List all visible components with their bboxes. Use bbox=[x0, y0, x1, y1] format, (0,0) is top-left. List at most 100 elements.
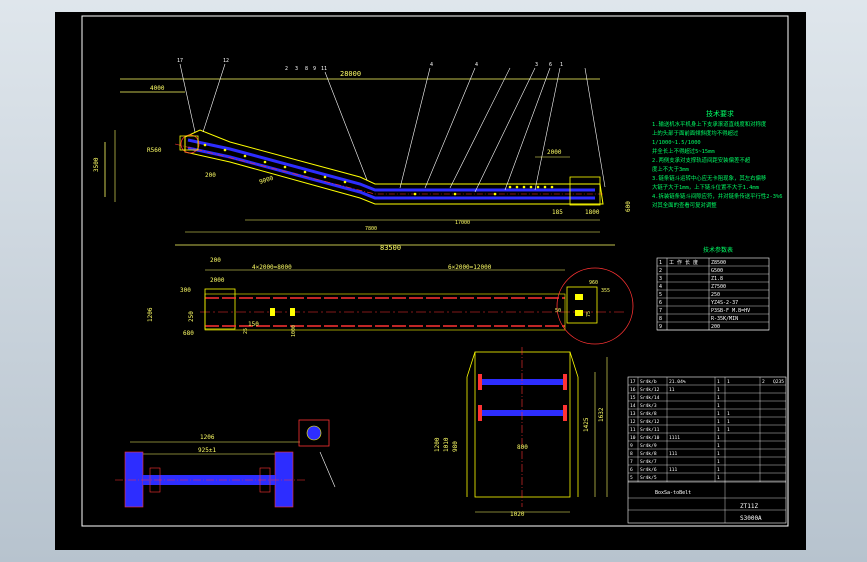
params-row-value: Z8500 bbox=[711, 260, 726, 266]
bom-cell: 6 bbox=[630, 467, 633, 473]
bom-cell: 111 bbox=[669, 451, 678, 457]
dim-right-185: 185 bbox=[552, 209, 563, 216]
bom-cell: 13 bbox=[630, 411, 636, 417]
plan-dim-250: 250 bbox=[188, 311, 195, 322]
plan-view: 200 2000 4×2000=8000 6×2000=12000 300 25… bbox=[147, 257, 634, 345]
bom-cell: 1 bbox=[717, 427, 720, 433]
params-row-value: R-35K/MIN bbox=[711, 316, 738, 322]
bom-cell: 1 bbox=[717, 451, 720, 457]
tech-note-line: 度上不大于3mm bbox=[652, 165, 689, 173]
drawing-sheet: 28000 4000 3500 bbox=[55, 12, 806, 550]
foot-view: 1206 925±1 bbox=[115, 419, 336, 508]
params-row-value: Z7500 bbox=[711, 284, 726, 290]
bom-cell: 111 bbox=[669, 467, 678, 473]
tech-note-line: 1.输送机水平机身上下支承滚道直线度和对称度 bbox=[652, 120, 767, 128]
params-row-no: 9 bbox=[659, 324, 662, 330]
bom-cell: 5 bbox=[630, 475, 633, 481]
bom-cell: Sr4k/8 bbox=[640, 411, 657, 417]
tech-note-line: 大链子大于1mm，上下链斗位置不大于1.4mm bbox=[652, 183, 759, 191]
bom-cell: 12 bbox=[630, 419, 636, 425]
bom-cell: 21.04% bbox=[669, 379, 686, 385]
bom-cell: 17 bbox=[630, 379, 636, 385]
tech-note-line: 1/1000~1.5/1000 bbox=[652, 140, 701, 146]
bom-cell: 1 bbox=[727, 427, 730, 433]
bom-cell: 8 bbox=[630, 451, 633, 457]
dim-right-seg: 2000 bbox=[547, 149, 562, 156]
callout-1: 1 bbox=[560, 62, 563, 68]
plan-dim-960: 960 bbox=[589, 280, 598, 286]
plan-dim-355: 355 bbox=[601, 288, 610, 294]
params-row-value: 200 bbox=[711, 324, 720, 330]
sec-dim-1020: 1020 bbox=[510, 511, 525, 518]
foot-dim-1206: 1206 bbox=[200, 434, 215, 441]
tech-notes: 技术要求 1.输送机水平机身上下支承滚道直线度和对称度 上的头部于面前面倾斜度均… bbox=[652, 109, 783, 209]
sec-dim-980: 980 bbox=[452, 441, 459, 452]
dim-right-600: 600 bbox=[625, 201, 632, 212]
bom-cell: Sr4k/9 bbox=[640, 443, 657, 449]
bom-cell: Q235 bbox=[773, 379, 784, 385]
callout-4a: 4 bbox=[430, 62, 433, 68]
callout-3b: 3 bbox=[535, 62, 538, 68]
plan-dim-25: 25 bbox=[243, 328, 249, 334]
params-row-name: 工 作 长 度 bbox=[669, 259, 698, 266]
bom-cell: 9 bbox=[630, 443, 633, 449]
params-row-value: 250 bbox=[711, 292, 720, 298]
params-row-no: 8 bbox=[659, 316, 662, 322]
params-row-no: 1 bbox=[659, 260, 662, 266]
tech-notes-title: 技术要求 bbox=[706, 109, 734, 118]
dim-lower-run: 17000 bbox=[455, 220, 470, 226]
bom-cell: Sr4k/6 bbox=[640, 467, 657, 473]
plan-dim-150: 150 bbox=[248, 321, 259, 328]
bom-cell: Sr4k/5 bbox=[640, 475, 657, 481]
plan-dim-1000: 1000 bbox=[291, 325, 297, 337]
bom-cell: 1 bbox=[727, 419, 730, 425]
dim-left-height: 3500 bbox=[93, 157, 100, 172]
bom-cell: 10 bbox=[630, 435, 636, 441]
elevation-view: 28000 4000 3500 bbox=[93, 58, 632, 252]
params-row-value: G500 bbox=[711, 268, 723, 274]
bom-cell: 1 bbox=[717, 411, 720, 417]
bom-cell: Sr4k/12 bbox=[640, 387, 660, 393]
params-row-no: 6 bbox=[659, 300, 662, 306]
title-block-drawing-no: S3000A bbox=[740, 515, 762, 522]
params-row-value: P3SB-F M.B=HV bbox=[711, 308, 750, 314]
sec-dim-800: 800 bbox=[517, 444, 528, 451]
plan-dim-1206: 1206 bbox=[147, 307, 154, 322]
sec-dim-1632: 1632 bbox=[598, 407, 605, 422]
dim-run-2: 7800 bbox=[365, 226, 377, 232]
bom-cell: Sr4k/3 bbox=[640, 403, 657, 409]
sec-dim-1425: 1425 bbox=[583, 417, 590, 432]
tech-note-line: 3.链条链斗运转中心应无卡阻现象，其左右偏移 bbox=[652, 174, 767, 182]
bom-cell: 11 bbox=[669, 387, 675, 393]
bom-cell: 1 bbox=[717, 379, 720, 385]
title-block-name: BoxSa-toBelt bbox=[655, 490, 691, 496]
bom-cell: 1 bbox=[717, 443, 720, 449]
callout-4b: 4 bbox=[475, 62, 478, 68]
dim-overall: 83500 bbox=[380, 244, 401, 252]
callout-12: 12 bbox=[223, 58, 229, 64]
tech-note-line: 对其全面的查看可复对调整 bbox=[652, 201, 717, 209]
bom-cell: Sr4k/7 bbox=[640, 459, 657, 465]
bom-cell: Sr4k/12 bbox=[640, 419, 660, 425]
callout-2: 2 bbox=[285, 66, 288, 72]
bom-cell: 1 bbox=[717, 387, 720, 393]
callout-17: 17 bbox=[177, 58, 183, 64]
bom-cell: Sr4k/11 bbox=[640, 427, 660, 433]
bom-cell: 2 bbox=[762, 379, 765, 385]
bom-cell: 1 bbox=[717, 435, 720, 441]
params-row-no: 3 bbox=[659, 276, 662, 282]
section-view: 1020 800 1200 1010 980 1425 1632 bbox=[434, 347, 608, 518]
plan-dim-2000: 2000 bbox=[210, 277, 225, 284]
plan-dim-680: 680 bbox=[183, 330, 194, 337]
callout-6: 6 bbox=[549, 62, 552, 68]
callout-11: 11 bbox=[321, 66, 327, 72]
params-row-value: Z1.8 bbox=[711, 276, 723, 282]
params-title: 技术参数表 bbox=[703, 246, 733, 254]
bom-cell: 1 bbox=[717, 403, 720, 409]
callout-3: 3 bbox=[295, 66, 298, 72]
bom-cell: Sr4k/14 bbox=[640, 395, 660, 401]
tech-note-line: 并全长上不得超过5~15mm bbox=[652, 147, 715, 155]
